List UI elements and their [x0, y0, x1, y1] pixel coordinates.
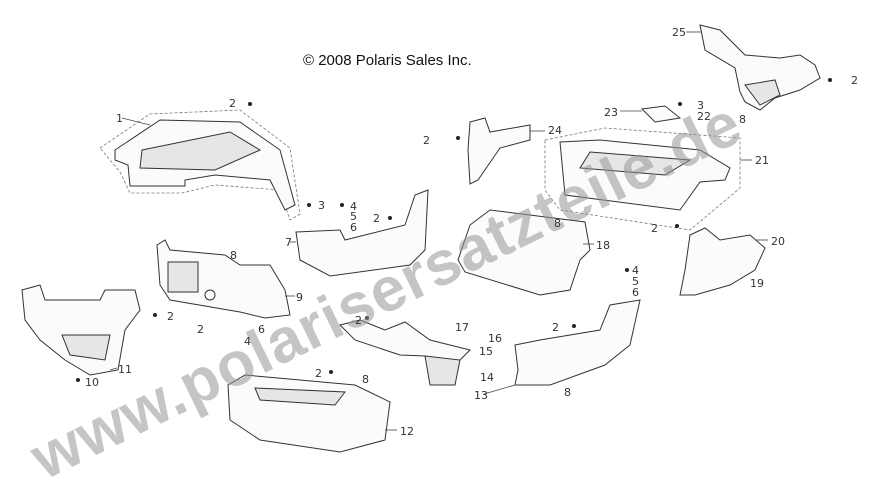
callout-part-7[interactable]: 7: [285, 236, 292, 249]
part-23-decal[interactable]: [620, 105, 682, 123]
callout-part-4[interactable]: 4: [244, 335, 251, 348]
callout-part-8[interactable]: 8: [362, 373, 369, 386]
callout-part-6[interactable]: 6: [258, 323, 265, 336]
part-9-dash-panel[interactable]: [156, 239, 295, 319]
part-1-hood[interactable]: [99, 109, 301, 221]
callout-part-2[interactable]: 2: [651, 222, 658, 235]
parts-diagram: www.polarisersatzteile.de © 2008 Polaris…: [20, 24, 858, 493]
callout-part-15[interactable]: 15: [479, 345, 493, 358]
copyright-text: © 2008 Polaris Sales Inc.: [303, 52, 472, 69]
callout-part-21[interactable]: 21: [755, 154, 769, 167]
part-21-cargo-box[interactable]: [544, 127, 752, 231]
part-12-storage-tub[interactable]: [227, 374, 397, 453]
callout-part-4[interactable]: 4: [632, 264, 639, 277]
hardware-fasteners: [76, 78, 832, 382]
callout-part-6[interactable]: 6: [350, 221, 357, 234]
callout-part-1[interactable]: 1: [116, 112, 123, 125]
callout-part-5[interactable]: 5: [350, 210, 357, 223]
callout-part-3[interactable]: 3: [697, 99, 704, 112]
callout-part-3[interactable]: 3: [318, 199, 325, 212]
callout-part-19[interactable]: 19: [750, 277, 764, 290]
callout-part-2[interactable]: 2: [423, 134, 430, 147]
callout-part-17[interactable]: 17: [455, 321, 469, 334]
callout-part-2[interactable]: 2: [167, 310, 174, 323]
callout-part-25[interactable]: 25: [672, 26, 686, 39]
callout-part-4[interactable]: 4: [350, 200, 357, 213]
callout-part-23[interactable]: 23: [604, 106, 618, 119]
part-24-side-panel[interactable]: [467, 117, 545, 185]
callout-part-8[interactable]: 8: [230, 249, 237, 262]
callout-part-2[interactable]: 2: [315, 367, 322, 380]
callout-part-8[interactable]: 8: [739, 113, 746, 126]
callout-part-2[interactable]: 2: [229, 97, 236, 110]
callout-part-13[interactable]: 13: [474, 389, 488, 402]
callout-part-14[interactable]: 14: [480, 371, 494, 384]
callout-part-2[interactable]: 2: [373, 212, 380, 225]
callout-part-2[interactable]: 2: [851, 74, 858, 87]
part-13-floor-side-rail[interactable]: [483, 299, 641, 395]
callout-part-11[interactable]: 11: [118, 363, 132, 376]
callout-part-9[interactable]: 9: [296, 291, 303, 304]
part-18-firewall-panel[interactable]: [457, 209, 594, 296]
callout-part-6[interactable]: 6: [632, 286, 639, 299]
part-20-rear-fender[interactable]: [679, 227, 768, 296]
callout-part-2[interactable]: 2: [355, 314, 362, 327]
part-11-front-bumper[interactable]: [21, 284, 141, 376]
part-25-rear-rack-frame[interactable]: [686, 24, 821, 111]
part-7-center-panel[interactable]: [290, 189, 429, 277]
callout-part-8[interactable]: 8: [564, 386, 571, 399]
callout-part-24[interactable]: 24: [548, 124, 562, 137]
callout-part-22[interactable]: 22: [697, 110, 711, 123]
callout-part-12[interactable]: 12: [400, 425, 414, 438]
part-17-floor-center[interactable]: [339, 319, 471, 386]
callout-part-10[interactable]: 10: [85, 376, 99, 389]
callout-part-20[interactable]: 20: [771, 235, 785, 248]
callout-part-16[interactable]: 16: [488, 332, 502, 345]
callout-part-18[interactable]: 18: [596, 239, 610, 252]
callout-part-2[interactable]: 2: [197, 323, 204, 336]
exploded-view-drawing: [21, 24, 832, 453]
callout-part-2[interactable]: 2: [552, 321, 559, 334]
callout-part-5[interactable]: 5: [632, 275, 639, 288]
callout-part-8[interactable]: 8: [554, 217, 561, 230]
